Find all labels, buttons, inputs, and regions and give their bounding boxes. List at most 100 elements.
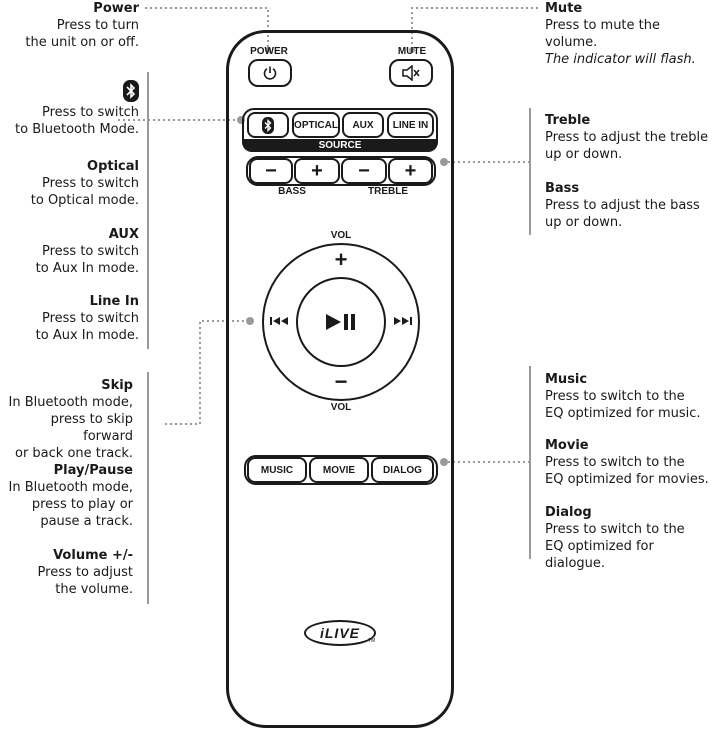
movie-button[interactable]: MOVIE bbox=[309, 457, 369, 483]
vol-top-label: VOL bbox=[330, 230, 352, 241]
bass-desc-1: Press to adjust the bass bbox=[545, 198, 700, 213]
dialog-button[interactable]: DIALOG bbox=[371, 457, 434, 483]
treble-title: Treble bbox=[545, 113, 591, 128]
bass-desc-2: up or down. bbox=[545, 215, 623, 230]
treble-bass-leader-dot bbox=[440, 158, 448, 166]
power-desc-2: the unit on or off. bbox=[25, 35, 139, 50]
skip-leader bbox=[165, 320, 248, 425]
eq-leader-dot bbox=[440, 458, 448, 466]
music-desc-2: EQ optimized for music. bbox=[545, 406, 701, 421]
treble-desc-1: Press to adjust the treble bbox=[545, 130, 709, 145]
optical-desc-1: Press to switch bbox=[41, 176, 139, 191]
vol-bottom-label: VOL bbox=[330, 402, 352, 413]
playpause-desc-3: pause a track. bbox=[40, 514, 133, 529]
mute-desc-1: Press to mute the volume. bbox=[545, 18, 660, 50]
playpause-annotation: Play/Pause In Bluetooth mode, press to p… bbox=[9, 462, 133, 530]
play-pause-button[interactable] bbox=[296, 277, 386, 367]
mute-leader-dot bbox=[409, 47, 415, 53]
aux-desc-1: Press to switch bbox=[41, 244, 139, 259]
aux-title: AUX bbox=[108, 227, 139, 242]
linein-annotation: Line In Press to switch to Aux In mode. bbox=[36, 293, 139, 344]
play-pause-icon bbox=[326, 314, 355, 330]
power-icon bbox=[263, 66, 277, 80]
dialog-desc-1: Press to switch to the bbox=[545, 522, 685, 537]
optical-button[interactable]: OPTICAL bbox=[292, 112, 340, 138]
music-title: Music bbox=[545, 372, 588, 387]
bass-annotation: Bass Press to adjust the bass up or down… bbox=[545, 180, 700, 231]
aux-annotation: AUX Press to switch to Aux In mode. bbox=[36, 226, 139, 277]
mute-annotation: Mute Press to mute the volume. The indic… bbox=[545, 0, 716, 68]
bass-plus-button[interactable]: + bbox=[294, 158, 340, 184]
treble-plus-button[interactable]: + bbox=[388, 158, 433, 184]
power-leader bbox=[145, 7, 269, 48]
movie-desc-1: Press to switch to the bbox=[545, 455, 685, 470]
previous-track-button[interactable] bbox=[266, 312, 294, 330]
optical-annotation: Optical Press to switch to Optical mode. bbox=[31, 158, 139, 209]
power-label: POWER bbox=[250, 46, 288, 57]
skip-leader-dot bbox=[246, 317, 254, 325]
movie-title: Movie bbox=[545, 438, 589, 453]
aux-button-label: AUX bbox=[352, 119, 374, 131]
treble-annotation: Treble Press to adjust the treble up or … bbox=[545, 112, 708, 163]
volume-up-button[interactable]: + bbox=[322, 246, 360, 274]
bluetooth-icon bbox=[262, 116, 274, 134]
bass-title: Bass bbox=[545, 181, 580, 196]
movie-button-label: MOVIE bbox=[322, 464, 356, 476]
previous-track-icon bbox=[270, 317, 288, 325]
skip-desc-2: press to skip forward bbox=[50, 412, 133, 444]
linein-desc-2: to Aux In mode. bbox=[35, 328, 139, 343]
bass-minus-button[interactable]: − bbox=[249, 158, 293, 184]
next-track-button[interactable] bbox=[388, 312, 416, 330]
skip-title: Skip bbox=[101, 378, 133, 393]
eq-button-group bbox=[244, 455, 438, 485]
volume-title: Volume +/- bbox=[53, 548, 133, 563]
left-guide-bar-playback bbox=[147, 372, 149, 604]
left-guide-bar-sources bbox=[147, 72, 149, 349]
aux-button[interactable]: AUX bbox=[342, 112, 384, 138]
movie-annotation: Movie Press to switch to the EQ optimize… bbox=[545, 437, 709, 488]
music-desc-1: Press to switch to the bbox=[545, 389, 685, 404]
bluetooth-desc-2: to Bluetooth Mode. bbox=[15, 122, 139, 137]
treble-label: TREBLE bbox=[368, 186, 408, 197]
transport-wheel bbox=[262, 243, 420, 401]
mute-label: MUTE bbox=[397, 46, 427, 57]
bluetooth-button[interactable] bbox=[247, 112, 289, 138]
bass-plus-label: + bbox=[311, 160, 323, 182]
volume-desc-1: Press to adjust bbox=[37, 565, 133, 580]
skip-annotation: Skip In Bluetooth mode, press to skip fo… bbox=[0, 377, 133, 462]
volume-annotation: Volume +/- Press to adjust the volume. bbox=[38, 547, 133, 598]
tone-button-group bbox=[246, 156, 436, 186]
power-leader-dot bbox=[265, 47, 271, 53]
optical-title: Optical bbox=[87, 159, 139, 174]
power-button[interactable] bbox=[248, 59, 292, 87]
treble-plus-label: + bbox=[404, 160, 417, 182]
optical-button-label: OPTICAL bbox=[294, 119, 338, 131]
bass-minus-label: − bbox=[265, 160, 277, 182]
line-in-button[interactable]: LINE IN bbox=[387, 112, 434, 138]
bluetooth-title-icon bbox=[15, 80, 139, 104]
volume-down-button[interactable]: − bbox=[322, 368, 360, 396]
dialog-desc-2: EQ optimized for dialogue. bbox=[545, 539, 654, 571]
skip-desc-1: In Bluetooth mode, bbox=[8, 395, 133, 410]
next-track-icon bbox=[394, 317, 412, 325]
speaker-mute-icon bbox=[402, 65, 420, 81]
music-button-label: MUSIC bbox=[260, 464, 294, 476]
linein-title: Line In bbox=[89, 294, 139, 309]
mute-button[interactable] bbox=[389, 59, 433, 87]
treble-minus-label: − bbox=[358, 160, 370, 182]
source-label: SOURCE bbox=[318, 140, 362, 151]
aux-desc-2: to Aux In mode. bbox=[35, 261, 139, 276]
bass-label: BASS bbox=[278, 186, 306, 197]
playpause-title: Play/Pause bbox=[53, 463, 133, 478]
remote-control bbox=[226, 30, 454, 728]
dialog-annotation: Dialog Press to switch to the EQ optimiz… bbox=[545, 504, 716, 572]
volume-down-label: − bbox=[334, 369, 348, 394]
music-annotation: Music Press to switch to the EQ optimize… bbox=[545, 371, 701, 422]
playpause-desc-1: In Bluetooth mode, bbox=[8, 480, 133, 495]
music-button[interactable]: MUSIC bbox=[247, 457, 307, 483]
optical-desc-2: to Optical mode. bbox=[30, 193, 139, 208]
dialog-button-label: DIALOG bbox=[383, 464, 422, 476]
mute-desc-2: The indicator will flash. bbox=[545, 52, 696, 67]
treble-minus-button[interactable]: − bbox=[341, 158, 387, 184]
